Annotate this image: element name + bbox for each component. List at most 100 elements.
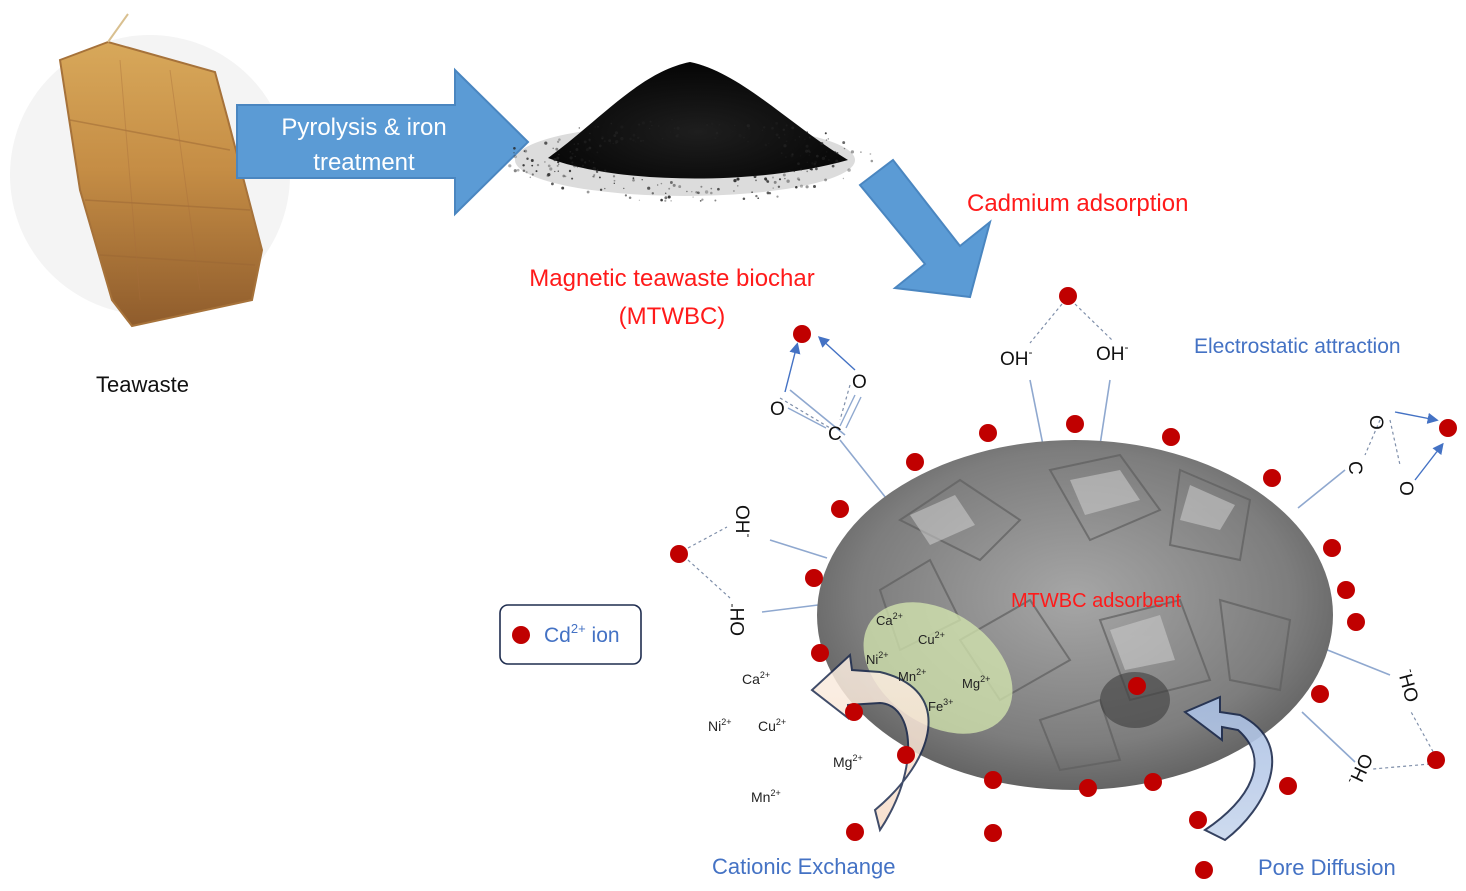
cd-ion — [805, 569, 823, 587]
svg-text:Cu2+: Cu2+ — [918, 630, 945, 647]
biochar-particle — [796, 177, 800, 181]
cd-ion — [811, 644, 829, 662]
teabag-image — [10, 13, 290, 328]
cd-ion — [1427, 751, 1445, 769]
biochar-particle — [649, 120, 652, 123]
biochar-particle — [716, 135, 719, 137]
biochar-particle — [651, 192, 654, 195]
svg-text:O: O — [770, 399, 785, 420]
biochar-particle — [562, 174, 566, 178]
biochar-particle — [576, 165, 579, 168]
biochar-particle — [556, 140, 560, 143]
biochar-particle — [815, 154, 819, 158]
biochar-particle — [800, 168, 803, 171]
biochar-particle — [613, 179, 616, 182]
biochar-particle — [508, 164, 512, 168]
biochar-particle — [772, 187, 774, 189]
biochar-particle — [700, 185, 703, 188]
biochar-particle — [522, 164, 525, 167]
biochar-particle — [664, 196, 668, 200]
biochar-particle — [596, 151, 599, 154]
biochar-particle — [588, 146, 592, 150]
process-arrow-label: Pyrolysis & iron treatment — [246, 110, 482, 180]
biochar-particle — [571, 177, 574, 180]
biochar-particle — [614, 131, 619, 135]
biochar-particle — [746, 124, 750, 128]
biochar-particle — [526, 157, 529, 161]
biochar-particle — [573, 143, 575, 145]
biochar-particle — [561, 186, 565, 190]
biochar-particle — [834, 150, 837, 153]
biochar-particle — [766, 180, 770, 183]
biochar-particle — [806, 170, 809, 173]
biochar-particle — [556, 156, 560, 160]
biochar-particle — [676, 126, 680, 130]
biochar-particle — [766, 191, 770, 195]
biochar-particle — [575, 148, 579, 151]
biochar-particle — [784, 177, 786, 180]
biochar-particle — [820, 142, 824, 145]
biochar-particle — [667, 195, 671, 199]
biochar-particle — [714, 137, 717, 140]
biochar-particle — [775, 121, 779, 125]
biochar-particle — [777, 185, 781, 188]
biochar-particle — [775, 133, 779, 137]
biochar-particle — [805, 185, 809, 189]
biochar-particle — [764, 143, 768, 147]
biochar-particle — [686, 190, 688, 193]
biochar-particle — [632, 177, 635, 180]
biochar-particle — [860, 151, 862, 153]
biochar-particle — [826, 151, 828, 153]
svg-text:Ca2+: Ca2+ — [742, 670, 770, 687]
biochar-particle — [632, 178, 635, 182]
process-label-line2: treatment — [313, 149, 415, 176]
biochar-particle — [657, 125, 660, 127]
biochar-particle — [564, 175, 567, 178]
biochar-particle — [592, 176, 594, 178]
biochar-particle — [603, 169, 607, 173]
biochar-particle — [592, 161, 595, 164]
biochar-particle — [870, 159, 874, 163]
cd-ion — [1128, 677, 1146, 695]
svg-text:C: C — [1344, 461, 1365, 475]
biochar-particle — [795, 185, 798, 189]
biochar-particle — [669, 131, 672, 133]
biochar-particle — [763, 126, 766, 129]
teawaste-label: Teawaste — [96, 372, 189, 397]
biochar-particle — [547, 172, 551, 177]
biochar-particle — [513, 154, 517, 159]
biochar-particle — [513, 147, 516, 150]
legend-cd-ion-marker — [512, 626, 530, 644]
svg-text:OH-: OH- — [1096, 340, 1129, 365]
biochar-particle — [691, 191, 693, 193]
biochar-particle — [717, 187, 720, 191]
biochar-particle — [525, 171, 528, 174]
biochar-particle — [573, 164, 577, 168]
functional-group-bonds — [761, 379, 1391, 763]
biochar-particle — [799, 155, 802, 157]
biochar-particle — [648, 127, 651, 130]
cd-ion — [1311, 685, 1329, 703]
biochar-label-line1: Magnetic teawaste biochar — [529, 265, 815, 292]
cd-ion — [1189, 811, 1207, 829]
biochar-particle — [584, 161, 587, 164]
cd-ion — [984, 824, 1002, 842]
biochar-particle — [697, 191, 700, 195]
cationic-exchange-label: Cationic Exchange — [712, 854, 896, 879]
cd-ion — [1144, 773, 1162, 791]
biochar-particle — [531, 173, 534, 176]
biochar-particle — [664, 192, 667, 194]
svg-text:OH-: OH- — [1000, 345, 1033, 370]
biochar-particle — [610, 122, 613, 125]
biochar-particle — [799, 184, 804, 188]
biochar-particle — [699, 200, 702, 202]
biochar-particle — [544, 161, 546, 163]
released-ions: Ca2+ Ni2+ Cu2+ Mg2+ Mn2+ — [708, 670, 863, 805]
exchange-zone-ions: Ca2+ Cu2+ Ni2+ Mn2+ Mg2+ Fe3+ — [866, 611, 990, 714]
biochar-particle — [651, 124, 653, 127]
cd-ion — [1279, 777, 1297, 795]
biochar-particle — [571, 152, 574, 155]
biochar-particle — [596, 169, 599, 171]
biochar-particle — [738, 134, 742, 138]
